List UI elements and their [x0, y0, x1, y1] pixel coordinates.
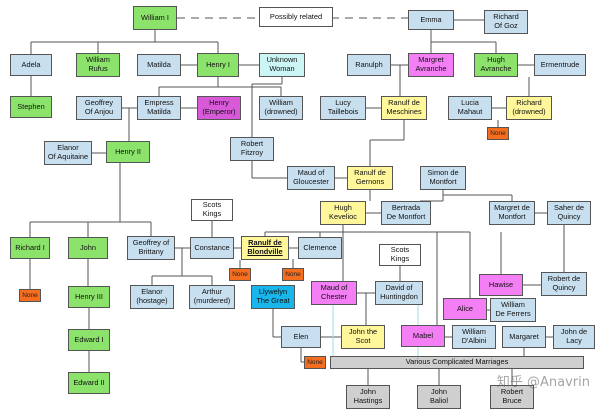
node-possibly-related: Possibly related — [259, 7, 333, 27]
node-henry-iii: Henry III — [68, 286, 110, 308]
node-various-complicated-marriages: Various Complicated Marriages — [330, 356, 584, 369]
node-maud-of-chester: Maud of Chester — [311, 281, 357, 305]
node-elanor-hostage: Elanor (hostage) — [130, 285, 174, 309]
node-john-de-lacy: John de Lacy — [553, 325, 595, 349]
node-william-de-ferrers: William De Ferrers — [490, 298, 536, 322]
node-william-i: William I — [133, 6, 177, 30]
node-stephen: Stephen — [10, 96, 52, 118]
node-edward-i: Edward I — [68, 329, 110, 351]
node-hawise: Hawise — [479, 274, 523, 296]
node-henry-i: Henry I — [197, 53, 239, 77]
node-unknown-woman: Unknown Woman — [259, 53, 305, 77]
node-john-baliol: John Baliol — [417, 385, 461, 409]
node-lucy-taillebois: Lucy Taillebois — [320, 96, 366, 120]
node-william-rufus: William Rufus — [76, 53, 120, 77]
node-robert-bruce: Robert Bruce — [490, 385, 534, 409]
node-none-richard-i: None — [19, 289, 41, 302]
node-david-of-huntingdon: David of Huntingdon — [375, 281, 423, 305]
node-william-dalbini: William D'Albini — [452, 325, 496, 349]
node-simon-de-montfort: Simon de Montfort — [420, 166, 466, 190]
node-hugh-avranche: Hugh Avranche — [474, 53, 518, 77]
node-john-the-scot: John the Scot — [341, 325, 385, 349]
node-maud-of-gloucester: Maud of Gloucester — [287, 166, 335, 190]
node-margret-de-montfort: Margret de Montfort — [489, 201, 535, 225]
node-constance: Constance — [190, 237, 234, 259]
node-geoffrey-of-brittany: Geoffrey of Brittany — [127, 236, 175, 260]
node-henry-ii: Henry II — [106, 141, 150, 163]
node-mabel: Mabel — [401, 325, 445, 347]
node-saher-de-quincy: Saher de Quincy — [547, 201, 591, 225]
node-elanor-of-aquitaine: Elanor Of Aquitaine — [44, 141, 92, 165]
node-robert-fitzroy: Robert Fitzroy — [230, 137, 274, 161]
node-adela: Adela — [10, 54, 52, 76]
node-bertrada-de-montfort: Bertrada De Montfort — [381, 201, 431, 225]
watermark: 知乎 @Anavrin — [496, 375, 590, 390]
node-llywelyn-the-great: Llywelyn The Great — [251, 285, 295, 309]
node-ranulf-de-meschines: Ranulf de Meschines — [381, 96, 427, 120]
node-richard-drowned: Richard (drowned) — [506, 96, 552, 120]
node-margaret: Margaret — [502, 326, 546, 348]
node-alice: Alice — [443, 298, 487, 320]
node-scots-kings-lower: Scots Kings — [379, 244, 421, 266]
node-margret-avranche: Margret Avranche — [408, 53, 454, 77]
node-john-hastings: John Hastings — [346, 385, 390, 409]
node-edward-ii: Edward II — [68, 372, 110, 394]
node-matilda: Matilda — [137, 54, 181, 76]
node-ranulph: Ranulph — [347, 54, 391, 76]
node-richard-of-goz: Richard Of Goz — [484, 10, 528, 34]
node-richard-i: Richard I — [10, 237, 50, 259]
node-clemence: Clemence — [298, 237, 342, 259]
node-ranulf-de-blondville: Ranulf de Blondville — [241, 236, 289, 260]
node-john: John — [68, 237, 108, 259]
node-lucia-mahaut: Lucia Mahaut — [448, 96, 492, 120]
node-none-clemence: None — [282, 268, 304, 281]
node-robert-de-quincy: Robert de Quincy — [541, 272, 587, 296]
node-ranulf-de-gernons: Ranulf de Gernons — [347, 166, 393, 190]
node-emma: Emma — [408, 10, 454, 30]
node-hugh-kevelioc: Hugh Kevelioc — [320, 201, 366, 225]
node-none-elen: None — [304, 356, 326, 369]
node-scots-kings-top: Scots Kings — [191, 199, 233, 221]
node-henry-emperor: Henry (Emperor) — [197, 96, 241, 120]
node-william-drowned: William (drowned) — [259, 96, 303, 120]
node-none-constance: None — [229, 268, 251, 281]
node-ermentrude: Ermentrude — [534, 54, 586, 76]
node-elen: Elen — [281, 326, 321, 348]
node-arthur-murdered: Arthur (murdered) — [189, 285, 235, 309]
node-geoffrey-of-anjou: Geoffrey Of Anjou — [76, 96, 122, 120]
node-none-richard: None — [487, 127, 509, 140]
node-empress-matilda: Empress Matilda — [137, 96, 181, 120]
